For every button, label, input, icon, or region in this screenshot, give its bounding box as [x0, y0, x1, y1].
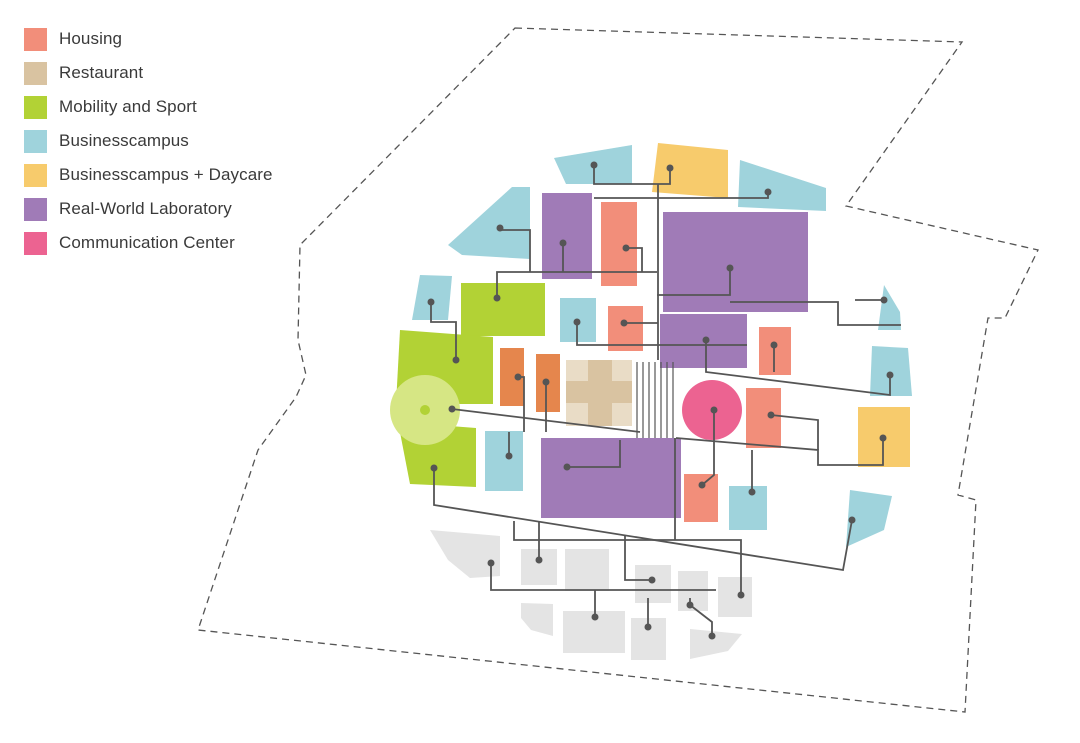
businesscampus-building: [870, 346, 912, 396]
housing-building: [759, 327, 791, 375]
restaurant-cross-h: [566, 381, 632, 403]
legend-item-mobility: Mobility and Sport: [24, 90, 273, 124]
daycare-building: [652, 143, 728, 198]
future-lot: [718, 577, 752, 617]
businesscampus-building: [729, 486, 767, 530]
future-lot: [635, 565, 671, 603]
legend-swatch-laboratory: [24, 197, 47, 221]
businesscampus-building: [485, 431, 523, 491]
legend-swatch-restaurant: [24, 61, 47, 85]
housing-building: [601, 202, 637, 286]
legend-item-laboratory: Real-World Laboratory: [24, 192, 273, 226]
future-lots: [430, 530, 752, 660]
legend-item-daycare: Businesscampus + Daycare: [24, 158, 273, 192]
legend-item-communication: Communication Center: [24, 226, 273, 260]
legend-item-businesscampus: Businesscampus: [24, 124, 273, 158]
housing-building: [608, 306, 643, 351]
future-lot: [521, 603, 553, 636]
businesscampus-building: [846, 490, 892, 547]
legend-label-restaurant: Restaurant: [59, 63, 144, 82]
mobility-hub-core: [420, 405, 430, 415]
future-lot: [690, 629, 742, 659]
legend-item-restaurant: Restaurant: [24, 56, 273, 90]
legend-label-daycare: Businesscampus + Daycare: [59, 165, 273, 184]
lab-building: [541, 438, 681, 518]
legend-item-housing: Housing: [24, 22, 273, 56]
legend: Housing Restaurant Mobility and Sport Bu…: [24, 22, 273, 260]
legend-swatch-housing: [24, 27, 47, 51]
restaurant: [566, 360, 632, 426]
businesscampus-building: [878, 285, 901, 330]
future-lot: [430, 530, 500, 578]
legend-swatch-mobility: [24, 95, 47, 119]
site-boundary: [197, 27, 1039, 713]
daycare-buildings: [652, 143, 910, 467]
workshop-buildings: [500, 348, 560, 412]
connection-network: [430, 165, 901, 636]
businesscampus-building: [412, 275, 452, 320]
central-crosswalk: [636, 362, 674, 438]
legend-label-housing: Housing: [59, 29, 123, 48]
legend-label-communication: Communication Center: [59, 233, 235, 252]
legend-swatch-daycare: [24, 163, 47, 187]
legend-label-laboratory: Real-World Laboratory: [59, 199, 232, 218]
housing-building: [746, 388, 781, 448]
businesscampus-building: [448, 187, 530, 259]
legend-label-businesscampus: Businesscampus: [59, 131, 189, 150]
businesscampus-building: [738, 160, 826, 211]
legend-swatch-communication: [24, 231, 47, 255]
lab-building: [663, 212, 808, 312]
connection-nodes: [427, 161, 894, 640]
housing-building: [684, 474, 718, 522]
future-lot: [565, 549, 609, 591]
mobility-building: [461, 283, 545, 336]
legend-label-mobility: Mobility and Sport: [59, 97, 197, 116]
legend-swatch-businesscampus: [24, 129, 47, 153]
lab-building: [542, 193, 592, 279]
